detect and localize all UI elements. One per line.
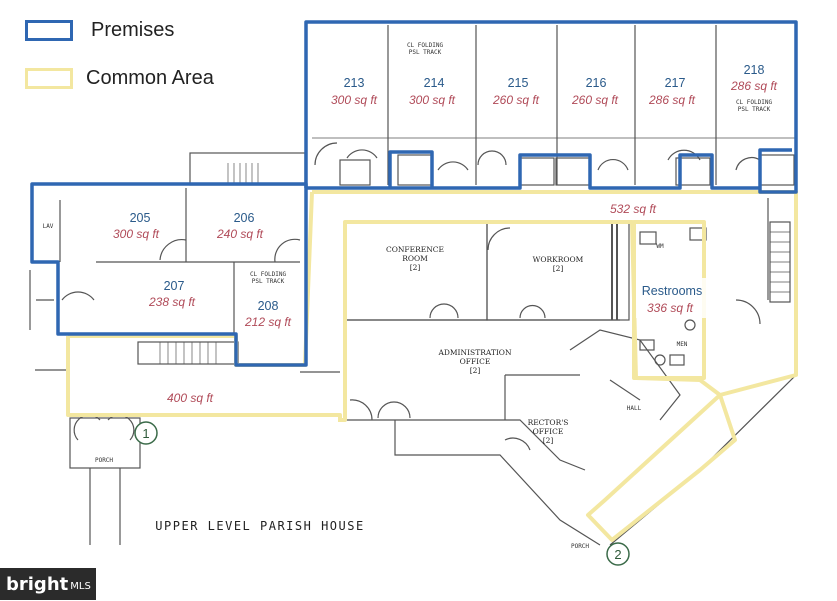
conference-room-label-1: CONFERENCE — [386, 245, 444, 254]
rectors-office-label-3: [2] — [543, 436, 554, 445]
restrooms-label: Restrooms — [642, 284, 702, 298]
wm-label: WM — [656, 243, 664, 250]
premises-legend-label: Premises — [91, 19, 175, 41]
common-area-legend-label: Common Area — [86, 67, 214, 89]
men-label: MEN — [677, 341, 688, 348]
lav-label: LAV — [43, 223, 54, 230]
room-216-area: 260 sq ft — [571, 93, 619, 107]
hall-label: HALL — [627, 405, 642, 412]
room-214-number: 214 — [424, 76, 445, 90]
entry-markers: 1 2 — [134, 421, 630, 566]
administration-label-1: ADMINISTRATION — [437, 348, 512, 357]
structural-lines — [29, 25, 797, 546]
folding-label-3b: PSL TRACK — [252, 278, 285, 285]
room-208-area: 212 sq ft — [244, 315, 292, 329]
room-207-area: 238 sq ft — [148, 295, 196, 309]
room-labels: 213 300 sq ft 214 300 sq ft 215 260 sq f… — [113, 63, 778, 329]
premises-upper-suite — [304, 20, 798, 194]
common-area-main-area: 532 sq ft — [610, 202, 657, 216]
room-206-area: 240 sq ft — [216, 227, 264, 241]
room-215-area: 260 sq ft — [492, 93, 540, 107]
premises-swatch — [25, 20, 73, 41]
conference-room-label-2: ROOM — [402, 254, 428, 263]
room-213-number: 213 — [344, 76, 365, 90]
folding-label-2a: CL FOLDING — [736, 99, 773, 106]
administration-label-3: [2] — [470, 366, 481, 375]
room-208-number: 208 — [258, 299, 279, 313]
conference-room-label-3: [2] — [410, 263, 421, 272]
rectors-office-label-1: RECTOR'S — [528, 418, 569, 427]
watermark-suffix: MLS — [70, 580, 91, 592]
marker-2-circle — [606, 542, 630, 566]
restrooms-area: 336 sq ft — [647, 301, 694, 315]
folding-label-1a: CL FOLDING — [407, 42, 444, 49]
room-218-area: 286 sq ft — [730, 79, 778, 93]
watermark-brand: bright — [6, 573, 69, 595]
common-area-labels: 532 sq ft 400 sq ft Restrooms 336 sq ft — [167, 202, 710, 405]
room-205-number: 205 — [130, 211, 151, 225]
premises-outlines — [30, 20, 798, 367]
rectors-office-label-2: OFFICE — [533, 427, 564, 436]
workroom-label-1: WORKROOM — [533, 255, 584, 264]
plan-caption: UPPER LEVEL PARISH HOUSE — [155, 519, 364, 533]
premises-left-suite — [30, 182, 308, 367]
room-206-number: 206 — [234, 211, 255, 225]
room-217-area: 286 sq ft — [648, 93, 696, 107]
marker-1-circle — [134, 421, 158, 445]
common-area-vestibule — [586, 393, 737, 542]
room-214-area: 300 sq ft — [409, 93, 456, 107]
folding-label-3a: CL FOLDING — [250, 271, 287, 278]
common-area-main — [312, 190, 798, 422]
folding-label-2b: PSL TRACK — [738, 106, 771, 113]
porch-2-label: PORCH — [571, 543, 589, 550]
restrooms-label-bg — [636, 278, 710, 318]
room-207-number: 207 — [164, 279, 185, 293]
porch-1-label: PORCH — [95, 457, 113, 464]
marker-2-label: 2 — [614, 547, 621, 562]
room-216-number: 216 — [586, 76, 607, 90]
common-area-lobby — [66, 191, 342, 420]
folding-label-1b: PSL TRACK — [409, 49, 442, 56]
administration-label-2: OFFICE — [460, 357, 491, 366]
workroom-label-2: [2] — [553, 264, 564, 273]
room-217-number: 217 — [665, 76, 686, 90]
plan-text-labels: CONFERENCE ROOM [2] WORKROOM [2] ADMINIS… — [43, 42, 773, 550]
common-area-swatch — [25, 68, 73, 89]
room-215-number: 215 — [508, 76, 529, 90]
brightmls-watermark: bright MLS — [0, 568, 96, 600]
room-205-area: 300 sq ft — [113, 227, 160, 241]
marker-1-label: 1 — [142, 426, 149, 441]
room-218-number: 218 — [744, 63, 765, 77]
common-area-lobby-area: 400 sq ft — [167, 391, 214, 405]
room-213-area: 300 sq ft — [331, 93, 378, 107]
